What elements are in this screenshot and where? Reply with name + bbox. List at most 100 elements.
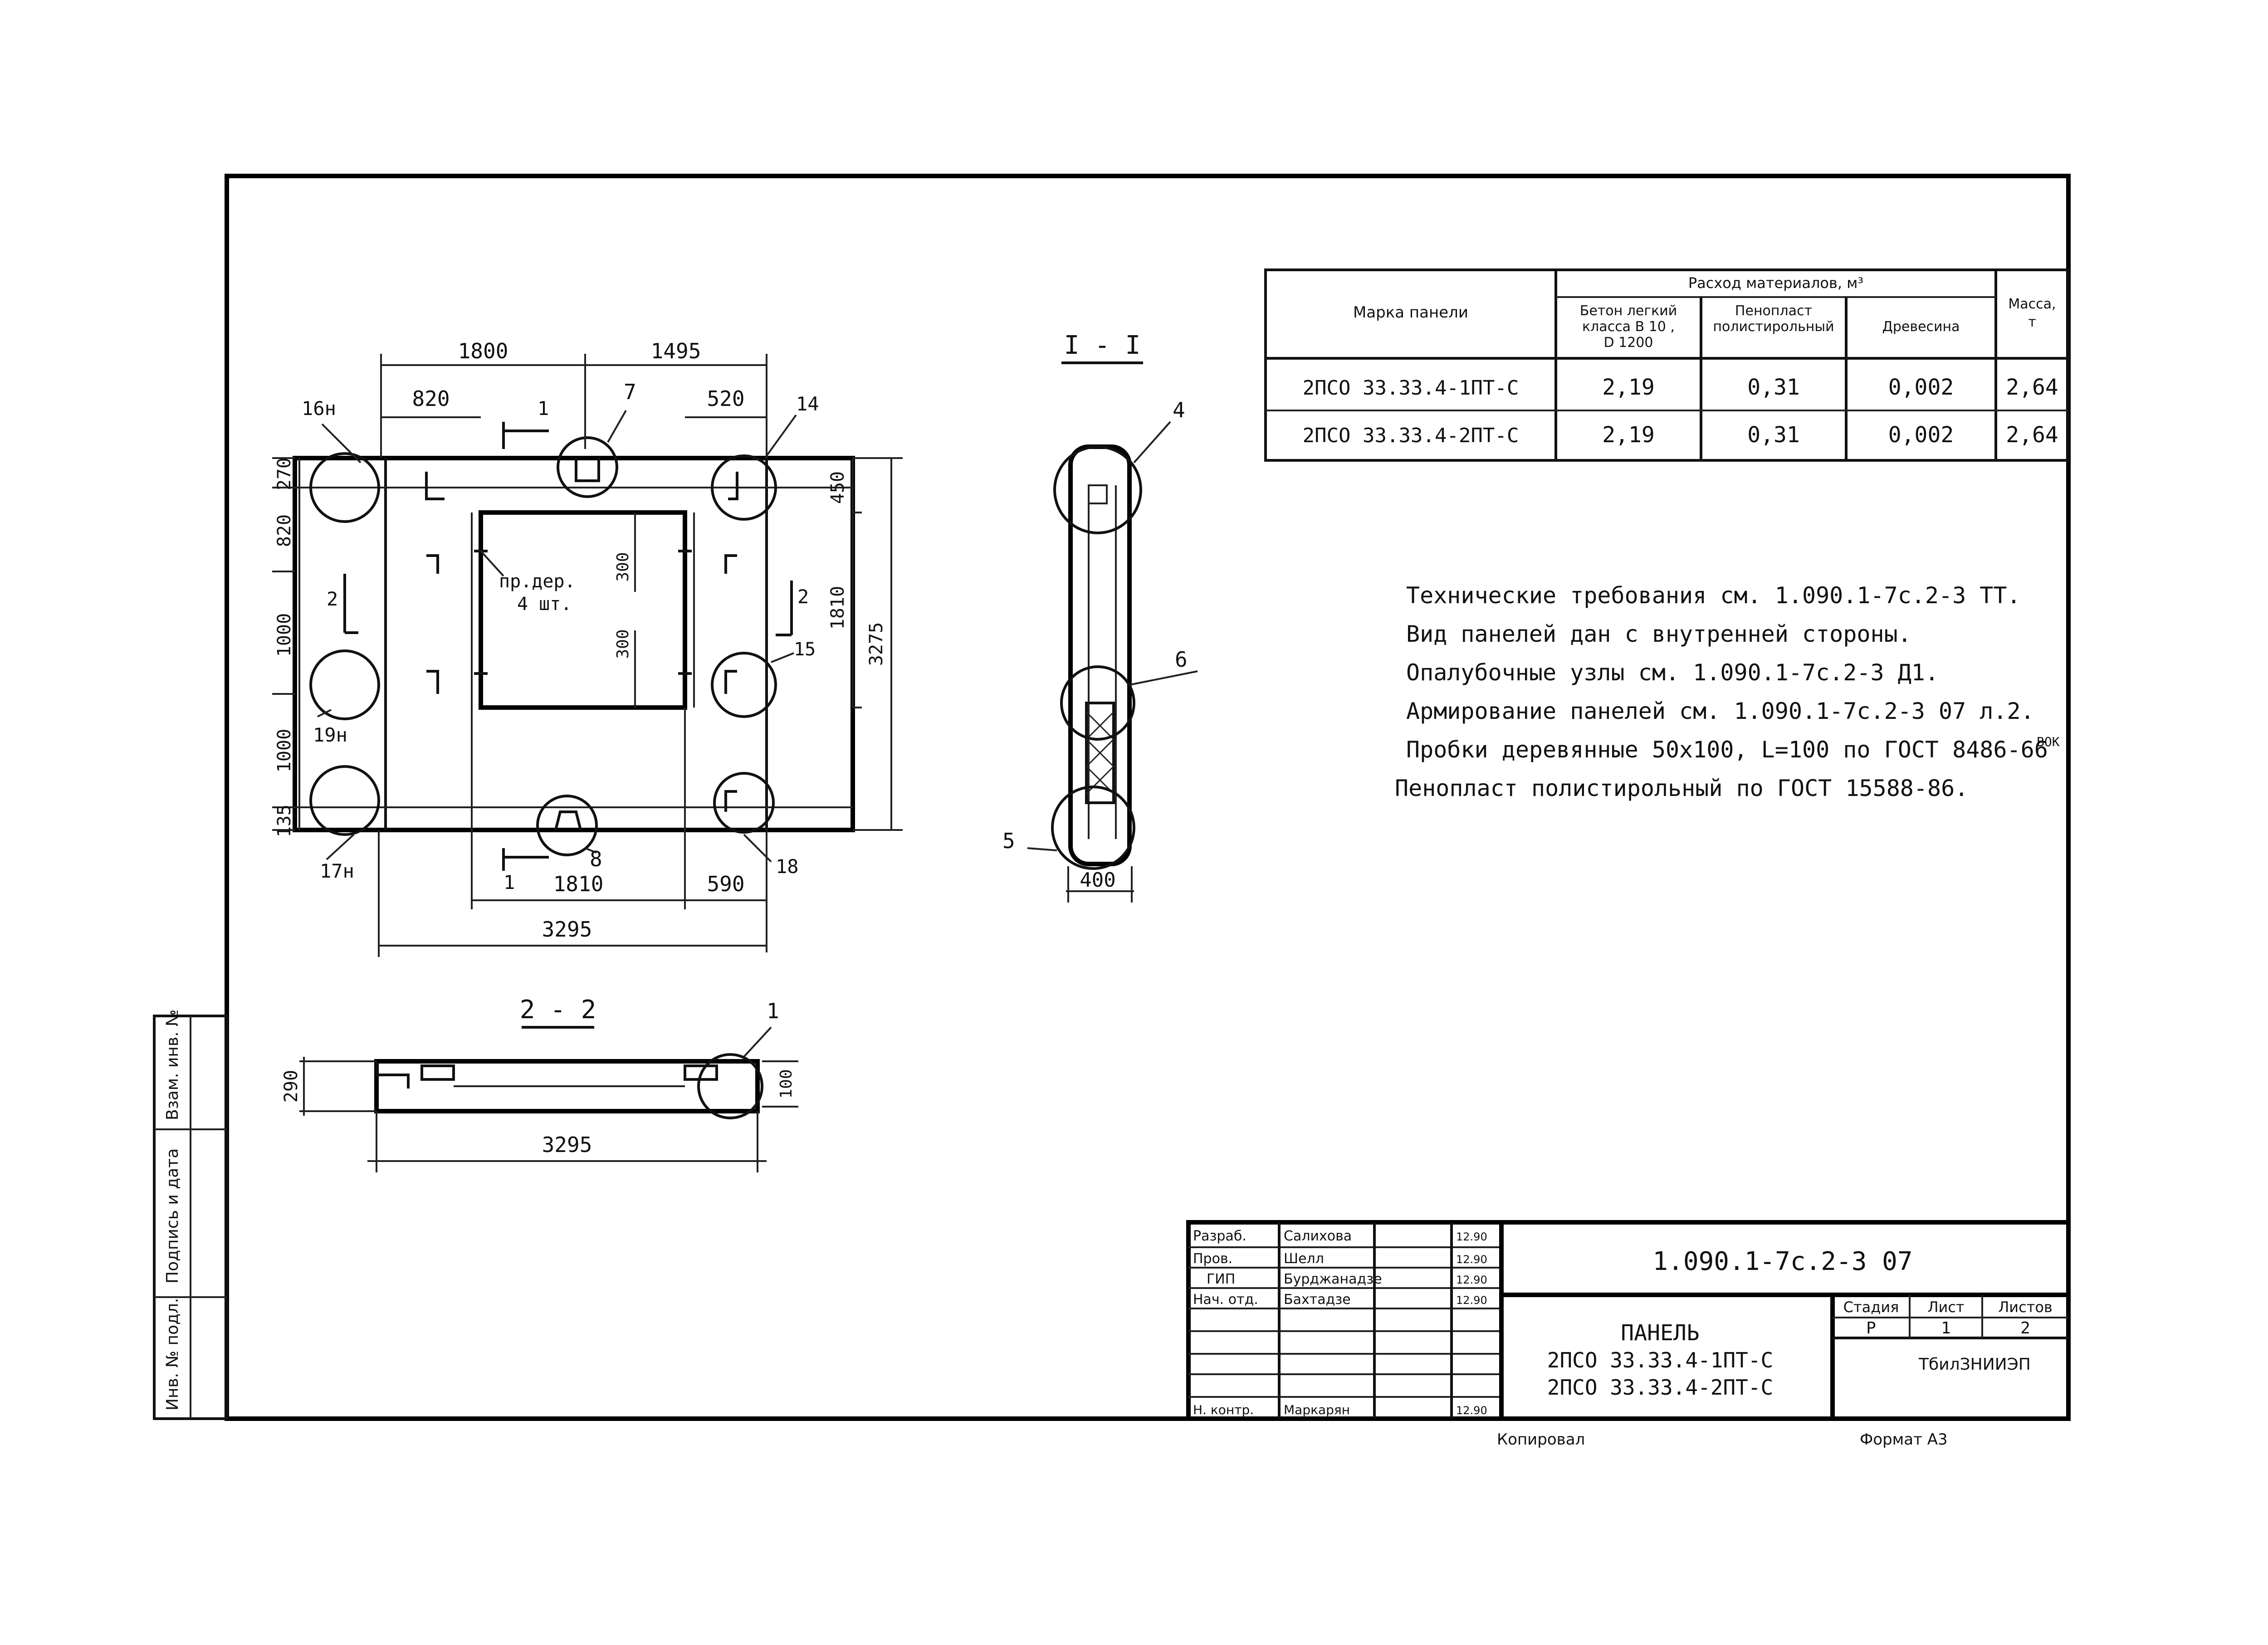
table-cell-mark: 2ПСО 33.33.4-2ПТ-С bbox=[1303, 424, 1519, 447]
dim-right-3275: 3275 bbox=[866, 622, 887, 666]
note-line: Технические требования см. 1.090.1-7с.2-… bbox=[1406, 582, 2021, 609]
table-header-mass-1: Масса, bbox=[2008, 296, 2056, 312]
node-circle bbox=[309, 452, 380, 523]
node-label-7: 7 bbox=[624, 380, 636, 404]
table-header-foam-1: Пенопласт bbox=[1735, 303, 1812, 319]
note-line: Вид панелей дан с внутренней стороны. bbox=[1406, 621, 1911, 647]
stamp-row: ГИП Бурджанадзе 12.90 bbox=[1207, 1271, 1487, 1287]
svg-text:Бурджанадзе: Бурджанадзе bbox=[1284, 1271, 1382, 1287]
node-label-16n: 16н bbox=[302, 397, 336, 420]
node-circle bbox=[711, 652, 777, 718]
node-circle bbox=[536, 795, 598, 856]
svg-text:12.90: 12.90 bbox=[1456, 1230, 1487, 1243]
node-circle bbox=[309, 765, 380, 836]
dim-top-520: 520 bbox=[707, 386, 744, 411]
section-2-2-height-right: 100 bbox=[777, 1069, 796, 1098]
dim-top-1495: 1495 bbox=[651, 339, 701, 363]
node-circle bbox=[713, 772, 775, 834]
section-2-2-height-left: 290 bbox=[281, 1070, 302, 1103]
sheet-frame bbox=[153, 174, 2071, 1421]
table-cell-concrete: 2,19 bbox=[1602, 422, 1655, 448]
title-block: 1.090.1-7с.2-3 07 Разраб. Салихова 12.90… bbox=[1186, 1220, 2071, 1421]
footer-format: Формат А3 bbox=[1860, 1430, 1948, 1449]
svg-text:ГИП: ГИП bbox=[1207, 1271, 1235, 1287]
table-header-panel: Марка панели bbox=[1353, 303, 1468, 322]
table-cell-mass: 2,64 bbox=[2006, 422, 2058, 448]
table-cell-foam: 0,31 bbox=[1747, 375, 1800, 400]
dim-top-1800: 1800 bbox=[458, 339, 508, 363]
stamp-row: Н. контр. Маркарян 12.90 bbox=[1193, 1402, 1487, 1417]
dim-left-820: 820 bbox=[274, 514, 295, 547]
stamp-sheets: 2 bbox=[2020, 1319, 2030, 1337]
svg-text:12.90: 12.90 bbox=[1456, 1294, 1487, 1307]
node-label-19n: 19н bbox=[313, 724, 347, 746]
table-row: 2ПСО 33.33.4-1ПТ-С 2,19 0,31 0,002 2,64 bbox=[1303, 375, 2058, 400]
note-line: Опалубочные узлы см. 1.090.1-7с.2-3 Д1. bbox=[1406, 659, 1939, 686]
table-header-foam-2: полистирольный bbox=[1713, 319, 1834, 335]
callout-circle bbox=[1060, 665, 1135, 741]
svg-text:Маркарян: Маркарян bbox=[1284, 1402, 1350, 1417]
callout-circle bbox=[1053, 445, 1142, 534]
node-circle bbox=[309, 649, 380, 720]
note-superscript: ВОК bbox=[2037, 734, 2060, 749]
stamp-title-3: 2ПСО 33.33.4-2ПТ-С bbox=[1547, 1375, 1774, 1400]
dim-bottom-1810: 1810 bbox=[553, 872, 604, 896]
side-stamp-inv: Инв. № подл. bbox=[163, 1298, 182, 1411]
section-mark-1-top: 1 bbox=[502, 397, 549, 449]
dim-opening-300: 300 bbox=[614, 552, 632, 581]
section-mark-2-left: 2 bbox=[327, 574, 358, 634]
opening-note-1: пр.дер. bbox=[499, 571, 576, 592]
svg-text:1: 1 bbox=[538, 397, 549, 420]
stamp-row: Разраб. Салихова 12.90 bbox=[1193, 1228, 1487, 1244]
table-cell-wood: 0,002 bbox=[1888, 375, 1954, 400]
dim-right-450: 450 bbox=[827, 471, 848, 504]
section-1-1-width: 400 bbox=[1080, 869, 1115, 892]
svg-text:Бахтадзе: Бахтадзе bbox=[1284, 1292, 1351, 1308]
dim-opening-300b: 300 bbox=[614, 629, 632, 659]
dim-bottom-590: 590 bbox=[707, 872, 744, 896]
technical-notes: Технические требования см. 1.090.1-7с.2-… bbox=[1395, 582, 2060, 801]
node-label-8: 8 bbox=[590, 847, 602, 871]
callout-circle bbox=[697, 1053, 763, 1119]
stamp-title-1: ПАНЕЛЬ bbox=[1621, 1320, 1699, 1346]
table-header-wood: Древесина bbox=[1882, 319, 1960, 335]
dim-left-270: 270 bbox=[274, 458, 295, 490]
section-1-1-callout-4: 4 bbox=[1173, 398, 1185, 422]
node-label-18: 18 bbox=[776, 855, 799, 878]
node-label-15: 15 bbox=[794, 639, 816, 660]
stamp-stage: Р bbox=[1866, 1319, 1876, 1337]
section-2-2-title: 2 - 2 bbox=[520, 995, 596, 1025]
svg-text:12.90: 12.90 bbox=[1456, 1404, 1487, 1417]
table-cell-foam: 0,31 bbox=[1747, 422, 1800, 448]
dim-right-1810: 1810 bbox=[827, 586, 848, 630]
stamp-sheet-label: Лист bbox=[1927, 1298, 1964, 1316]
stamp-title-2: 2ПСО 33.33.4-1ПТ-С bbox=[1547, 1348, 1774, 1372]
side-stamp: Взам. инв. № Подпись и дата Инв. № подл. bbox=[163, 1010, 182, 1411]
table-header-mass-2: т bbox=[2028, 314, 2036, 330]
table-header-group: Расход материалов, м³ bbox=[1688, 274, 1863, 292]
section-1-1-callout-6: 6 bbox=[1175, 647, 1188, 672]
table-header-concrete-2: класса В 10 , bbox=[1582, 319, 1675, 335]
dim-left-1000b: 1000 bbox=[274, 729, 295, 772]
materials-table: Марка панели Расход материалов, м³ Бетон… bbox=[1264, 268, 2070, 462]
section-2-2-length: 3295 bbox=[542, 1132, 592, 1157]
dim-left-1000: 1000 bbox=[274, 613, 295, 657]
svg-text:Пров.: Пров. bbox=[1193, 1251, 1232, 1267]
note-line: Пенопласт полистирольный по ГОСТ 15588-8… bbox=[1395, 775, 1968, 801]
node-circle bbox=[711, 454, 777, 521]
side-stamp-sign: Подпись и дата bbox=[163, 1148, 182, 1284]
doc-code: 1.090.1-7с.2-3 07 bbox=[1652, 1247, 1912, 1276]
table-row: 2ПСО 33.33.4-2ПТ-С 2,19 0,31 0,002 2,64 bbox=[1303, 422, 2058, 448]
note-line: Армирование панелей см. 1.090.1-7с.2-3 0… bbox=[1406, 698, 2034, 724]
node-label-17n: 17н bbox=[320, 860, 354, 882]
svg-text:12.90: 12.90 bbox=[1456, 1253, 1487, 1266]
table-cell-concrete: 2,19 bbox=[1602, 375, 1655, 400]
dim-top-820: 820 bbox=[412, 386, 450, 411]
svg-text:2: 2 bbox=[797, 586, 809, 608]
panel-plan-view: 1800 1495 820 520 270 820 1000 1000 135 … bbox=[272, 339, 903, 957]
table-cell-wood: 0,002 bbox=[1888, 422, 1954, 448]
svg-text:Салихова: Салихова bbox=[1284, 1228, 1352, 1244]
callout-circle bbox=[1051, 786, 1135, 870]
opening-note-2: 4 шт. bbox=[517, 594, 572, 615]
